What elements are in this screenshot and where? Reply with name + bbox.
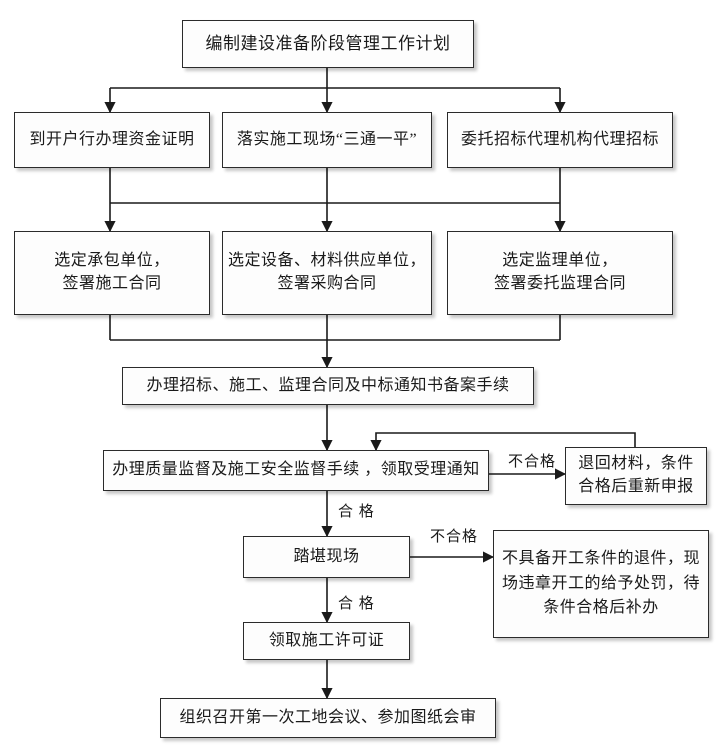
- node-penalty[interactable]: 不具备开工条件的退件，现 场违章开工的给予处罚，待 条件合格后补办: [493, 530, 709, 638]
- edge-label-fail-survey: 不合格: [430, 529, 479, 545]
- node-filing-line1: 办理招标、施工、监理合同及中标通知书备案手续: [146, 376, 510, 394]
- node-fund-line1: 到开户行办理资金证明: [29, 130, 195, 148]
- node-permit-line1: 领取施工许可证: [268, 631, 385, 649]
- node-penalty-line3: 条件合格后补办: [543, 599, 659, 617]
- node-plan[interactable]: 编制建设准备阶段管理工作计划: [182, 20, 474, 68]
- node-filing[interactable]: 办理招标、施工、监理合同及中标通知书备案手续: [122, 367, 534, 405]
- node-site[interactable]: 落实施工现场“三通一平”: [222, 112, 432, 168]
- node-survey[interactable]: 踏堪现场: [243, 536, 410, 578]
- node-penalty-line1: 不具备开工条件的退件，现: [501, 549, 700, 567]
- node-meeting[interactable]: 组织召开第一次工地会议、参加图纸会审: [160, 698, 496, 738]
- node-site-line1: 落实施工现场“三通一平”: [236, 130, 418, 148]
- edge-label-pass-quality: 合 格: [338, 504, 375, 520]
- node-plan-line1: 编制建设准备阶段管理工作计划: [205, 34, 451, 54]
- node-agent-line1: 委托招标代理机构代理招标: [460, 130, 659, 148]
- node-return-material[interactable]: 退回材料，条件 合格后重新申报: [565, 447, 707, 505]
- node-supervisor-line2: 签署委托监理合同: [493, 275, 626, 292]
- node-supplier-line2: 签署采购合同: [277, 275, 377, 292]
- edge-label-pass-survey: 合 格: [338, 596, 375, 612]
- node-meeting-line1: 组织召开第一次工地会议、参加图纸会审: [179, 708, 477, 726]
- node-supervisor[interactable]: 选定监理单位， 签署委托监理合同: [447, 231, 673, 315]
- node-penalty-line2: 场违章开工的给予处罚，待: [501, 574, 700, 592]
- edge-label-fail-quality: 不合格: [508, 454, 557, 470]
- node-contractor[interactable]: 选定承包单位， 签署施工合同: [14, 231, 210, 315]
- node-fund[interactable]: 到开户行办理资金证明: [14, 112, 210, 168]
- node-return-material-line2: 合格后重新申报: [578, 478, 694, 495]
- node-supplier[interactable]: 选定设备、材料供应单位， 签署采购合同: [222, 231, 432, 315]
- node-survey-line1: 踏堪现场: [293, 547, 360, 565]
- node-return-material-line1: 退回材料，条件: [578, 455, 694, 473]
- node-quality-line1: 办理质量监督及施工安全监督手续 ，领取受理通知: [112, 461, 480, 479]
- node-contractor-line1: 选定承包单位，: [54, 252, 170, 270]
- node-agent[interactable]: 委托招标代理机构代理招标: [447, 112, 673, 168]
- node-permit[interactable]: 领取施工许可证: [243, 622, 410, 660]
- node-supervisor-line1: 选定监理单位，: [502, 252, 618, 270]
- node-contractor-line2: 签署施工合同: [62, 275, 162, 292]
- node-quality[interactable]: 办理质量监督及施工安全监督手续 ，领取受理通知: [103, 450, 489, 491]
- node-supplier-line1: 选定设备、材料供应单位，: [227, 252, 426, 270]
